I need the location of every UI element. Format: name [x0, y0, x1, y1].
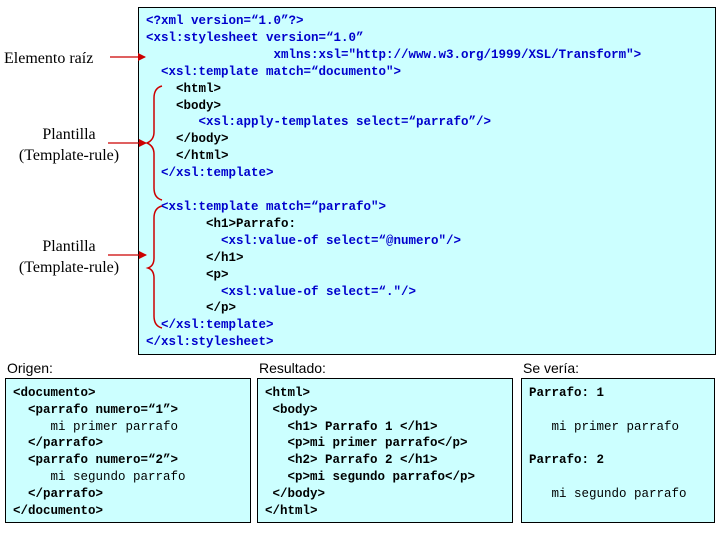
resultado-line: </body>	[265, 486, 326, 501]
xsl-line: </body>	[146, 132, 229, 147]
origen-code: <documento> <parrafo numero=“1”> mi prim…	[13, 385, 186, 519]
template-label-line: Plantilla	[42, 238, 96, 255]
seveia-line: ​	[529, 402, 687, 419]
template-rule-label-2: Plantilla (Template-rule)	[4, 236, 134, 278]
template2-brace	[145, 205, 163, 329]
resultado-caption: Resultado:	[259, 360, 326, 376]
seveia-line: ​	[529, 435, 687, 452]
resultado-line: <h2> Parrafo 2 </h1>	[265, 453, 438, 468]
template-rule-label-1: Plantilla (Template-rule)	[4, 124, 134, 166]
xsl-code: <?xml version=“1.0”?> <xsl:stylesheet ver…	[146, 13, 641, 351]
xsl-line: <xsl:template match=“documento">	[146, 64, 402, 79]
seveia-line: ​	[529, 469, 687, 486]
xsl-line: <h1>Parrafo:	[146, 216, 297, 231]
xsl-line: xmlns:xsl="http://www.w3.org/1999/XSL/Tr…	[146, 47, 642, 62]
resultado-box: <html> <body> <h1> Parrafo 1 </h1> <p>mi…	[257, 378, 513, 523]
resultado-line: <h1> Parrafo 1 </h1>	[265, 419, 438, 434]
resultado-code: <html> <body> <h1> Parrafo 1 </h1> <p>mi…	[265, 385, 475, 519]
origen-line: <parrafo numero=“2”>	[13, 453, 179, 468]
seveia-code: Parrafo: 1​ mi primer parrafo​Parrafo: 2…	[529, 385, 687, 503]
xsl-stylesheet-box: <?xml version=“1.0”?> <xsl:stylesheet ver…	[138, 7, 716, 355]
resultado-line: <p>mi primer parrafo</p>	[265, 436, 468, 451]
seveia-box: Parrafo: 1​ mi primer parrafo​Parrafo: 2…	[521, 378, 715, 523]
xsl-line: <xsl:value-of select=“."/>	[146, 284, 417, 299]
origen-line: </parrafo>	[13, 486, 104, 501]
xsl-line: <?xml version=“1.0”?>	[146, 14, 304, 28]
resultado-line: <p>mi segundo parrafo</p>	[265, 469, 476, 484]
template-label-line: (Template-rule)	[18, 147, 120, 164]
xsl-line: </xsl:template>	[146, 166, 274, 181]
xsl-line: <xsl:stylesheet version=“1.0”	[146, 30, 364, 45]
origen-line: mi segundo parrafo	[13, 469, 186, 484]
template1-brace	[145, 85, 163, 201]
seveia-line: mi segundo parrafo	[529, 486, 687, 501]
resultado-line: </html>	[265, 503, 318, 518]
seveia-line: mi primer parrafo	[529, 419, 680, 434]
template-label-line: Plantilla	[42, 126, 96, 143]
origen-line: </documento>	[13, 503, 104, 518]
xsl-line: </xsl:stylesheet>	[146, 335, 274, 350]
xsl-line: </xsl:template>	[146, 318, 274, 333]
origen-line: </parrafo>	[13, 436, 104, 451]
template-label-line: (Template-rule)	[18, 259, 120, 276]
resultado-line: <html>	[265, 386, 311, 400]
root-element-text: Elemento raíz	[4, 50, 94, 67]
xsl-line: <xsl:template match=“parrafo">	[146, 199, 387, 214]
origen-line: <documento>	[13, 386, 96, 400]
origen-line: mi primer parrafo	[13, 419, 179, 434]
xsl-line: <html>	[146, 81, 222, 96]
xsl-line: </html>	[146, 149, 229, 164]
seveia-line: Parrafo: 2	[529, 453, 605, 468]
xsl-line: <body>	[146, 98, 222, 113]
origen-line: <parrafo numero=“1”>	[13, 402, 179, 417]
xsl-line: <p>	[146, 267, 229, 282]
seveia-caption: Se vería:	[523, 360, 580, 376]
xsl-line: </h1>	[146, 250, 244, 265]
xsl-line: </p>	[146, 301, 237, 316]
xsl-line: <xsl:value-of select=“@numero"/>	[146, 233, 462, 248]
origen-box: <documento> <parrafo numero=“1”> mi prim…	[5, 378, 251, 523]
seveia-line: Parrafo: 1	[529, 386, 605, 400]
resultado-line: <body>	[265, 402, 318, 417]
xsl-line: <xsl:apply-templates select=“parrafo”/>	[146, 115, 492, 130]
root-element-label: Elemento raíz	[4, 48, 112, 69]
origen-caption: Origen:	[7, 360, 53, 376]
